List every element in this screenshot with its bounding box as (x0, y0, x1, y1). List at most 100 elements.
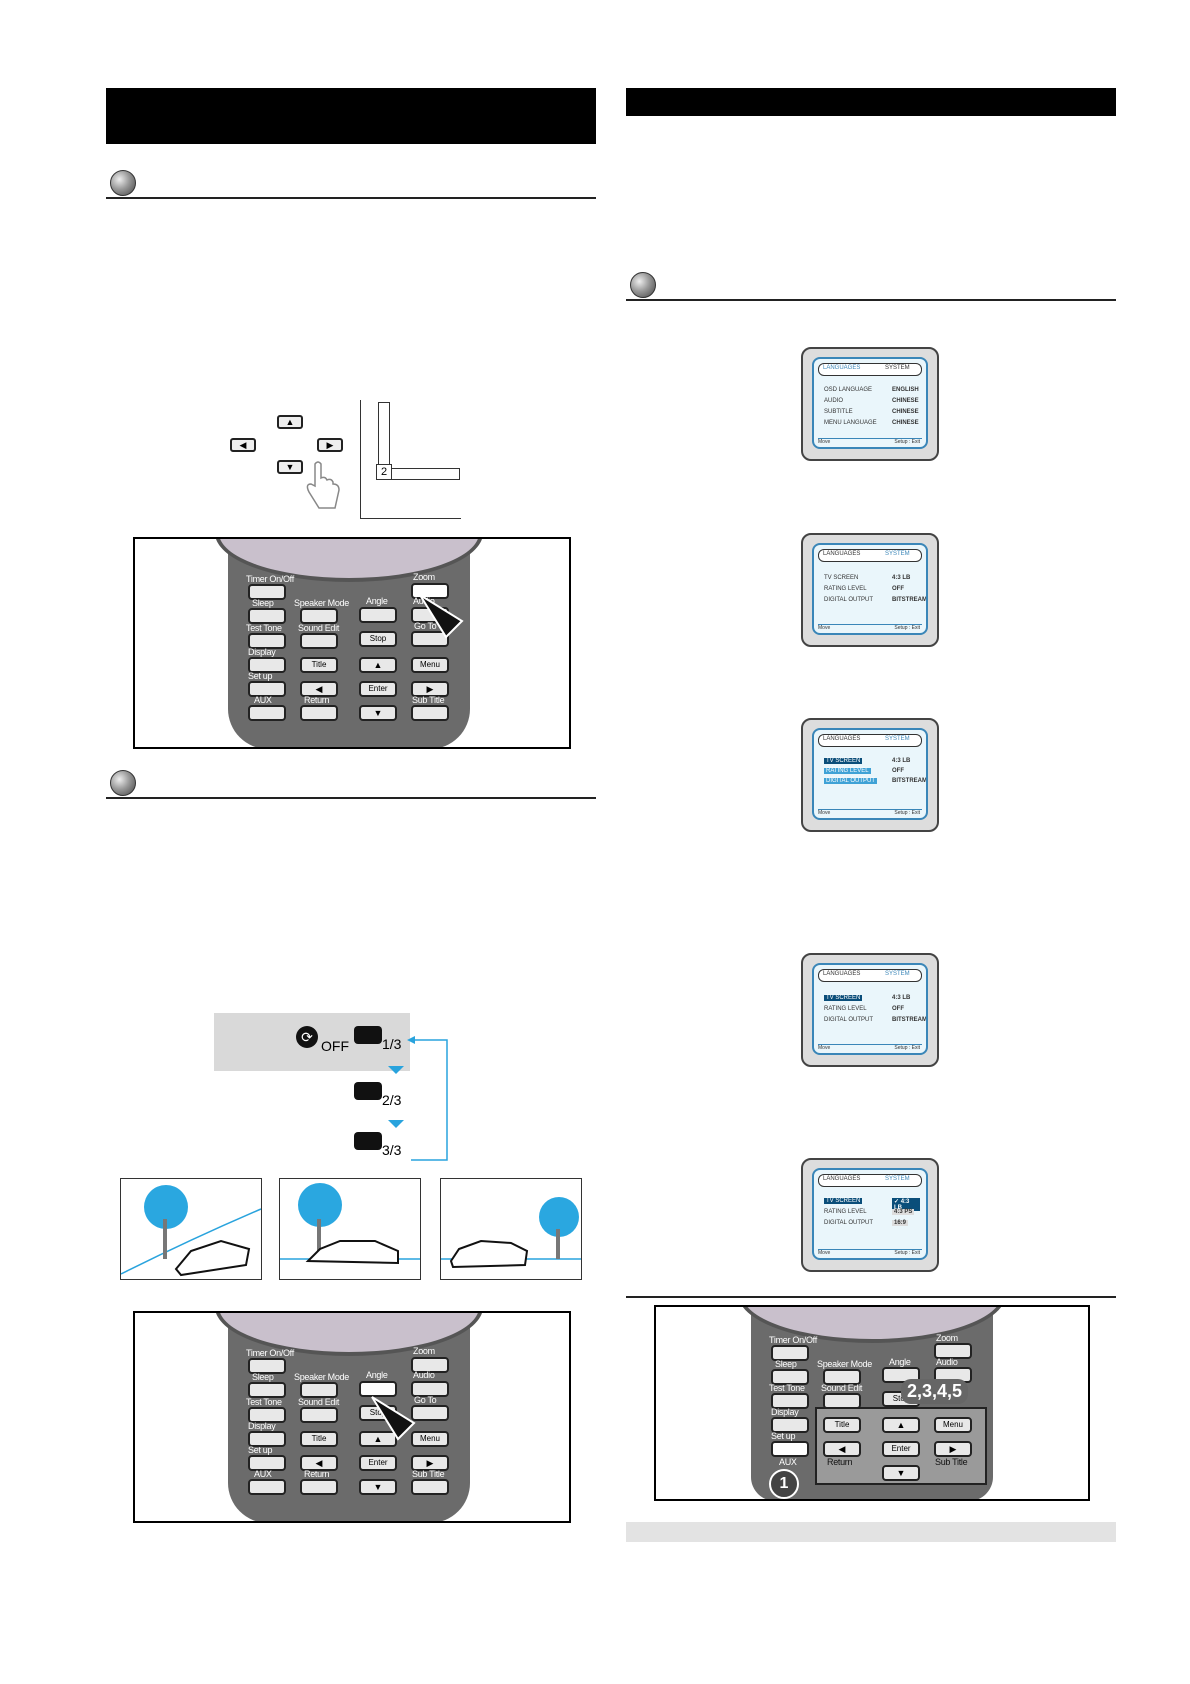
angle-label: Angle (366, 596, 388, 606)
setup-label: Set up (248, 1445, 273, 1455)
zoom-label: Zoom (936, 1333, 958, 1343)
enter-button[interactable]: Enter (359, 1455, 397, 1471)
return-button[interactable] (300, 705, 338, 721)
goto-button[interactable] (411, 631, 449, 647)
down-button[interactable]: ▼ (359, 705, 397, 721)
display-button[interactable] (771, 1417, 809, 1433)
aux-label: AUX (779, 1457, 797, 1467)
sound-edit-button[interactable] (300, 633, 338, 649)
right-button[interactable]: ▶ (411, 681, 449, 697)
speaker-mode-label: Speaker Mode (294, 598, 349, 608)
timer-button[interactable] (248, 1358, 286, 1374)
left-button[interactable]: ◀ (300, 1455, 338, 1471)
title-button[interactable]: Title (300, 1431, 338, 1447)
camera-icon (354, 1132, 382, 1150)
speaker-mode-button[interactable] (300, 608, 338, 624)
display-button[interactable] (248, 1431, 286, 1447)
left-button[interactable]: ◀ (300, 681, 338, 697)
angle-button[interactable] (359, 1381, 397, 1397)
sleep-button[interactable] (248, 1382, 286, 1398)
setup-button[interactable] (248, 1455, 286, 1471)
section-rule (626, 299, 1116, 301)
speaker-mode-button[interactable] (300, 1382, 338, 1398)
subtitle-button[interactable] (411, 1479, 449, 1495)
down-triangle-icon (388, 1066, 404, 1074)
sound-edit-label: Sound Edit (298, 623, 340, 633)
zoom-label: Zoom (413, 572, 435, 582)
timer-label: Timer On/Off (769, 1335, 817, 1345)
aux-button[interactable] (248, 705, 286, 721)
up-button[interactable]: ▲ (359, 1431, 397, 1447)
setup-button[interactable] (771, 1441, 809, 1457)
scene-angle-1-image (120, 1178, 262, 1280)
pointing-hand-icon (306, 461, 340, 509)
timer-label: Timer On/Off (246, 1348, 294, 1358)
angle-2-label: 2/3 (382, 1092, 402, 1108)
test-tone-button[interactable] (771, 1393, 809, 1409)
sleep-button[interactable] (248, 608, 286, 624)
left-title-bar (106, 88, 596, 144)
timer-button[interactable] (771, 1345, 809, 1361)
setup-button[interactable] (248, 681, 286, 697)
down-button[interactable]: ▼ (359, 1479, 397, 1495)
remote-setup-frame: Timer On/Off Zoom Sleep Speaker Mode Ang… (654, 1305, 1090, 1501)
down-button[interactable]: ▼ (882, 1465, 920, 1481)
right-button[interactable]: ▶ (411, 1455, 449, 1471)
sleep-button[interactable] (771, 1369, 809, 1385)
enter-button[interactable]: Enter (359, 681, 397, 697)
zoom-button[interactable] (934, 1343, 972, 1359)
angle-label: Angle (366, 1370, 388, 1380)
aux-label: AUX (254, 695, 272, 705)
subtitle-label: Sub Title (412, 1469, 445, 1479)
menu-button[interactable]: Menu (411, 1431, 449, 1447)
zoom-diagram: ▲ ◀ ▶ ▼ 2 (225, 400, 465, 520)
display-label: Display (771, 1407, 799, 1417)
aux-button[interactable] (248, 1479, 286, 1495)
setup-label: Set up (248, 671, 273, 681)
stop-button[interactable]: Stop (359, 631, 397, 647)
angle-repeat-icon: ⟳ (296, 1026, 318, 1048)
angle-3-label: 3/3 (382, 1142, 402, 1158)
aux-label: AUX (254, 1469, 272, 1479)
title-button[interactable]: Title (823, 1417, 861, 1433)
subtitle-label: Sub Title (412, 695, 445, 705)
section-bullet-icon (110, 770, 136, 796)
angle-button[interactable] (359, 607, 397, 623)
up-button[interactable]: ▲ (882, 1417, 920, 1433)
note-bar (626, 1522, 1116, 1542)
remote-zoom-frame: Timer On/Off Zoom Sleep Speaker Mode Ang… (133, 537, 571, 749)
left-button[interactable]: ◀ (823, 1441, 861, 1457)
test-tone-label: Test Tone (246, 1397, 282, 1407)
subtitle-label: Sub Title (935, 1457, 968, 1467)
up-button[interactable]: ▲ (359, 657, 397, 673)
audio-button[interactable] (411, 1381, 449, 1397)
speaker-mode-button[interactable] (823, 1369, 861, 1385)
display-label: Display (248, 1421, 276, 1431)
audio-label: Audio (936, 1357, 958, 1367)
remote-control: Timer On/Off Zoom Sleep Speaker Mode Ang… (215, 539, 483, 747)
test-tone-label: Test Tone (246, 623, 282, 633)
goto-button[interactable] (411, 1405, 449, 1421)
test-tone-button[interactable] (248, 633, 286, 649)
timer-button[interactable] (248, 584, 286, 600)
right-title-bar (626, 88, 1116, 116)
sound-edit-button[interactable] (300, 1407, 338, 1423)
return-button[interactable] (300, 1479, 338, 1495)
menu-button[interactable]: Menu (934, 1417, 972, 1433)
section-bullet-icon (630, 272, 656, 298)
angle-1-label: 1/3 (382, 1036, 402, 1052)
zoom-button[interactable] (411, 1357, 449, 1373)
sound-edit-label: Sound Edit (821, 1383, 863, 1393)
return-label: Return (304, 1469, 330, 1479)
right-button[interactable]: ▶ (934, 1441, 972, 1457)
menu-button[interactable]: Menu (411, 657, 449, 673)
subtitle-button[interactable] (411, 705, 449, 721)
title-button[interactable]: Title (300, 657, 338, 673)
display-button[interactable] (248, 657, 286, 673)
scene-angle-3-image (440, 1178, 582, 1280)
enter-button[interactable]: Enter (882, 1441, 920, 1457)
test-tone-button[interactable] (248, 1407, 286, 1423)
remote-angle-frame: Timer On/Off Zoom Sleep Speaker Mode Ang… (133, 1311, 571, 1523)
